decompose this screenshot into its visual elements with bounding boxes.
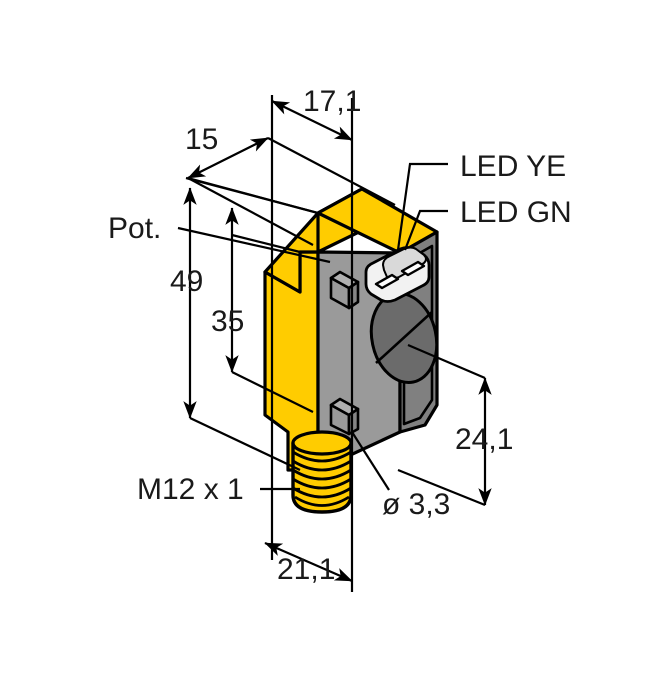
ext-line-15-upper	[267, 137, 396, 206]
thread-turn-6	[294, 495, 350, 507]
thread-turn-1	[292, 450, 352, 463]
dim-label-49: 49	[170, 265, 204, 298]
thread-turn-5	[292, 486, 352, 499]
thread-turn-4	[292, 477, 352, 490]
dim-label-17-1: 17,1	[303, 85, 362, 118]
leader-line-led-ye-path	[396, 162, 448, 251]
dimension-lines	[177, 95, 492, 592]
led-window-yellow	[400, 260, 426, 277]
ext-line-15-lower	[187, 177, 314, 246]
lens-split-line	[375, 311, 433, 364]
callout-label-led-gn: LED GN	[460, 196, 572, 229]
dim-label-15: 15	[185, 123, 219, 156]
dim-line-15	[187, 137, 269, 179]
yellow-housing	[263, 187, 439, 472]
m12-thread-connector	[291, 430, 353, 514]
mounting-hole-lower-side	[347, 407, 360, 436]
thread-top-ellipse	[291, 430, 353, 456]
callout-label-m12: M12 x 1	[137, 473, 244, 506]
leader-line-pot	[177, 226, 331, 264]
callout-label-pot: Pot.	[108, 212, 162, 245]
thread-turn-2	[292, 459, 352, 472]
ext-line-241-top	[407, 343, 486, 380]
mounting-hole-upper-side	[347, 280, 360, 310]
ext-line-241-bottom	[397, 468, 486, 507]
leader-line-led-gn-path	[403, 209, 448, 251]
led-window-green	[374, 273, 400, 290]
long-leader-top-left	[187, 176, 319, 215]
leader-line-hole	[351, 431, 390, 491]
dim-line-17-1	[271, 100, 353, 141]
ext-line-diag-c	[186, 178, 265, 272]
sensor-body	[263, 187, 439, 514]
long-leader-lines	[187, 176, 319, 215]
callout-label-led-ye: LED YE	[460, 150, 567, 183]
callout-label-hole-diameter: ø 3,3	[382, 488, 451, 521]
ext-line-35-bottom	[231, 371, 314, 413]
dim-label-35: 35	[211, 305, 245, 338]
helper-line-1	[186, 178, 300, 252]
dim-label-24-1: 24,1	[455, 423, 514, 456]
ext-line-49-bottom	[189, 417, 301, 471]
dim-label-21-1: 21,1	[277, 553, 336, 586]
ext-line-diag-b	[231, 233, 301, 254]
thread-turn-3	[292, 468, 352, 481]
led-panel	[364, 246, 431, 303]
body-side-outline	[402, 244, 434, 426]
dim-line-21-1	[264, 541, 353, 583]
